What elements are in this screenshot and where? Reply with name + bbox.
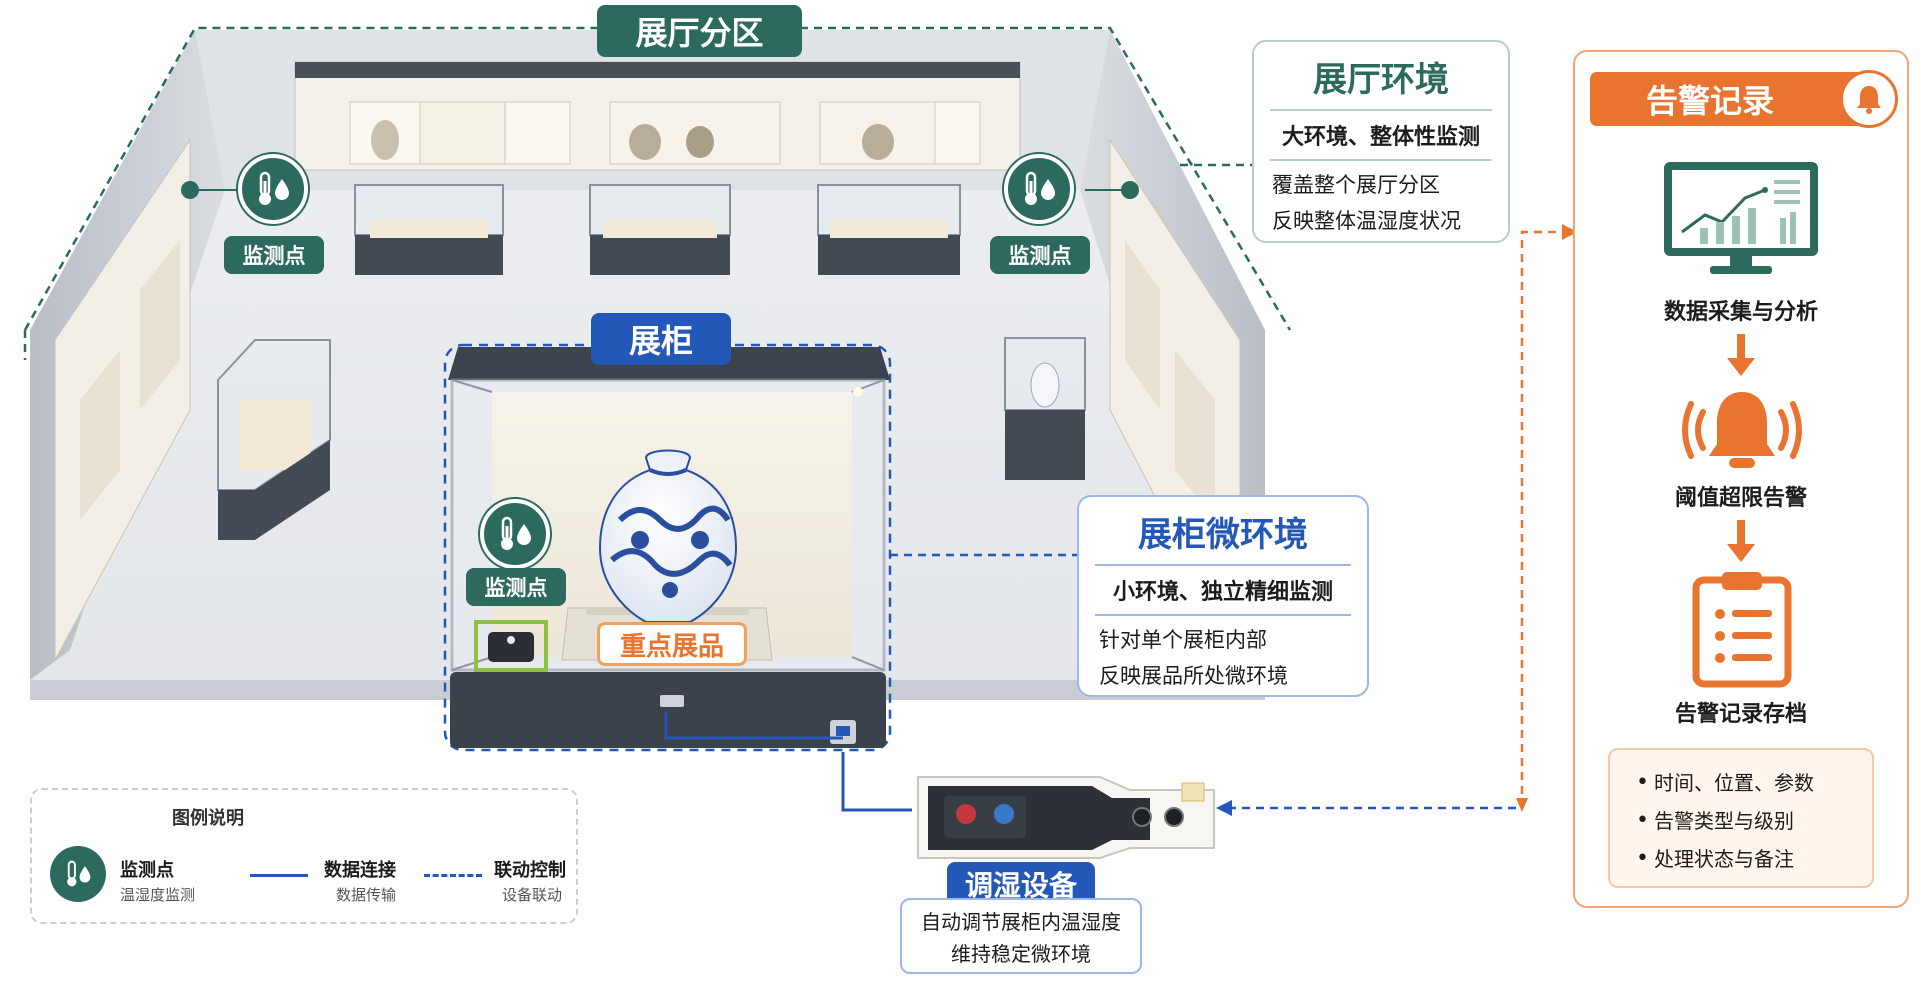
alert-detail-list: 时间、位置、参数 告警类型与级别 处理状态与备注 <box>1608 748 1874 888</box>
arrow-down-icon <box>1727 334 1755 380</box>
cabinet-env-line: 反映展品所处微环境 <box>1099 664 1288 688</box>
legend-box: 图例说明 监测点 温湿度监测 数据连接 数据传输 联动控制 设备联动 <box>30 788 578 924</box>
alert-detail-item: 时间、位置、参数 <box>1624 764 1872 802</box>
legend-item-label: 监测点 <box>120 860 174 881</box>
alert-step-2: 阈值超限告警 <box>1674 486 1807 511</box>
thermometer-droplet-icon <box>259 171 289 205</box>
cabinet-env-title: 展柜微环境 <box>1138 515 1308 555</box>
alert-detail-item: 处理状态与备注 <box>1624 840 1872 878</box>
hall-env-line: 反映整体温湿度状况 <box>1272 209 1461 233</box>
hall-zone-title: 展厅分区 <box>597 5 802 57</box>
legend-item-label: 联动控制 <box>494 860 566 881</box>
cabinet-monitor-label: 监测点 <box>466 568 566 606</box>
alert-bell-badge[interactable] <box>1840 70 1898 128</box>
thermometer-droplet-icon <box>501 516 531 550</box>
thermometer-droplet-icon <box>1025 171 1055 205</box>
left-showcase <box>217 339 331 540</box>
cabinet-micro-environment-card: 展柜微环境 小环境、独立精细监测 针对单个展柜内部 反映展品所处微环境 <box>1077 495 1369 697</box>
hall-sensor-right[interactable] <box>1004 154 1074 224</box>
alert-step-1: 数据采集与分析 <box>1663 300 1818 325</box>
back-showcase-left <box>354 184 504 275</box>
cabinet-sensor-device <box>474 620 548 672</box>
cabinet-env-line: 针对单个展柜内部 <box>1099 628 1267 652</box>
back-showcase-right <box>817 184 961 275</box>
alarm-bell-icon <box>1681 382 1803 482</box>
humidifier-device <box>917 776 1215 859</box>
clipboard-list-icon <box>1690 570 1794 688</box>
humidifier-line: 自动调节展柜内温湿度 <box>921 910 1121 934</box>
hall-monitor-label-right: 监测点 <box>990 236 1090 274</box>
legend-item-sub: 数据传输 <box>336 886 397 904</box>
right-vase-showcase <box>1004 337 1086 480</box>
cabinet-sensor[interactable] <box>480 499 550 569</box>
hall-env-subtitle: 大环境、整体性监测 <box>1281 125 1480 150</box>
hall-env-title: 展厅环境 <box>1313 60 1449 100</box>
alert-title-text: 告警记录 <box>1646 82 1775 120</box>
legend-dashed-line <box>424 874 482 877</box>
legend-item-label: 数据连接 <box>324 860 396 881</box>
hall-environment-card: 展厅环境 大环境、整体性监测 覆盖整个展厅分区 反映整体温湿度状况 <box>1252 40 1510 243</box>
back-wall-panels <box>349 101 981 165</box>
alert-detail-item: 告警类型与级别 <box>1624 802 1872 840</box>
hall-sensor-left[interactable] <box>238 154 308 224</box>
alert-step-3: 告警记录存档 <box>1674 702 1807 727</box>
arrow-down-icon <box>1727 520 1755 566</box>
blue-white-vase <box>598 449 738 623</box>
back-showcase-center <box>589 184 731 275</box>
legend-solid-line <box>250 874 308 877</box>
thermometer-droplet-icon <box>67 860 91 887</box>
legend-monitor-icon <box>50 846 106 902</box>
legend-title: 图例说明 <box>172 808 244 829</box>
hall-env-line: 覆盖整个展厅分区 <box>1272 173 1440 197</box>
humidifier-description: 自动调节展柜内温湿度 维持稳定微环境 <box>900 898 1142 974</box>
humidifier-line: 维持稳定微环境 <box>951 942 1091 966</box>
alarm-bell-icon <box>1857 86 1881 114</box>
hall-monitor-label-left: 监测点 <box>224 236 324 274</box>
legend-item-sub: 设备联动 <box>502 886 563 904</box>
cabinet-title: 展柜 <box>591 313 731 365</box>
key-exhibit-tag: 重点展品 <box>597 622 747 666</box>
legend-item-sub: 温湿度监测 <box>120 886 196 904</box>
monitor-chart-icon <box>1660 160 1822 278</box>
cabinet-env-subtitle: 小环境、独立精细监测 <box>1112 580 1333 605</box>
